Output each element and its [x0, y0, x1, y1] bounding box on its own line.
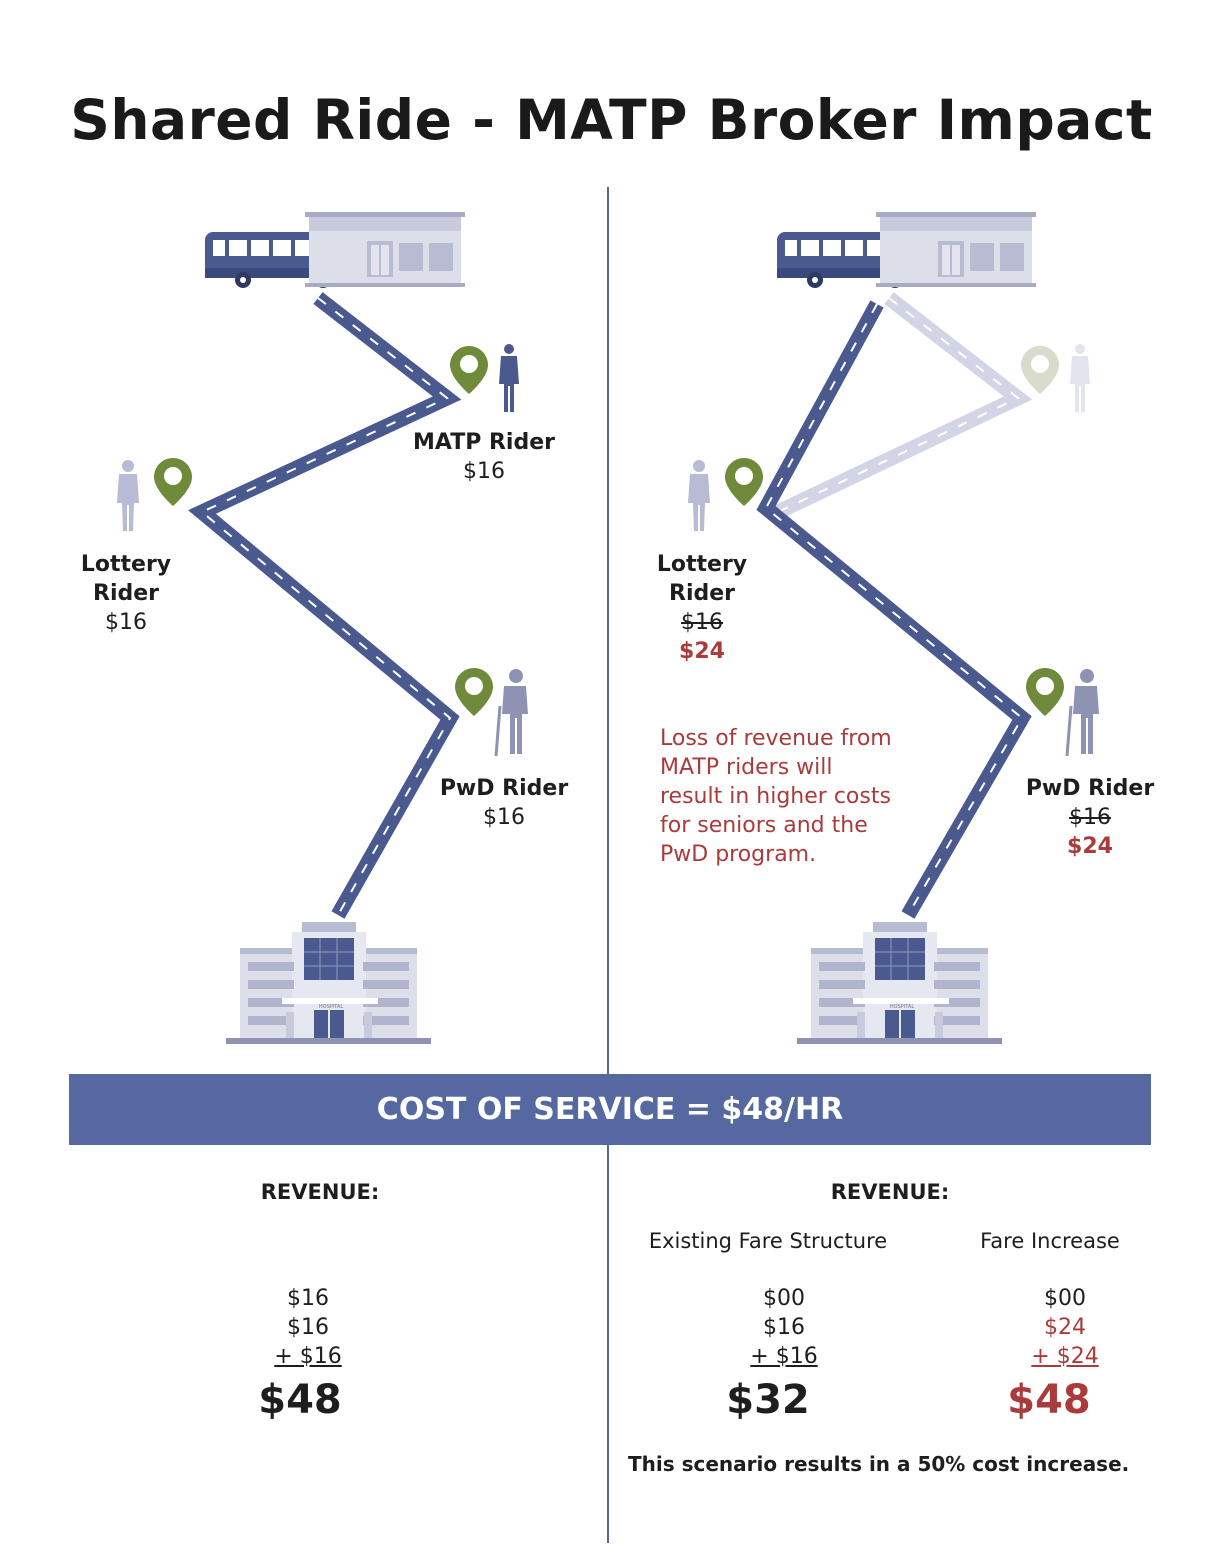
- pwd-rider-old-price: $16: [1069, 805, 1111, 830]
- note-line: for seniors and the: [660, 813, 868, 838]
- location-pin-icon: [725, 458, 763, 506]
- note-line: Loss of revenue from: [660, 726, 892, 751]
- location-pin-icon: [1021, 346, 1059, 394]
- fare-increase-heading: Fare Increase: [980, 1229, 1120, 1253]
- fare-increase-line: + $24: [1031, 1344, 1099, 1369]
- matp-rider-label: MATP Rider: [412, 430, 555, 455]
- revenue-heading: REVENUE:: [260, 1180, 380, 1204]
- revenue-line: + $16: [274, 1344, 342, 1369]
- person-icon: [688, 460, 710, 531]
- note-line: result in higher costs: [660, 784, 891, 809]
- center-divider: [607, 1145, 609, 1543]
- person-icon: [499, 344, 519, 412]
- hospital-icon: [796, 921, 1003, 1045]
- revenue-line: $16: [287, 1315, 329, 1340]
- fare-increase-line: $24: [1044, 1315, 1086, 1340]
- revenue-heading: REVENUE:: [830, 1180, 950, 1204]
- depot-building-icon: [876, 212, 1036, 287]
- lottery-rider-label-line1: Lottery: [80, 552, 172, 577]
- cane-person-icon: [494, 667, 530, 758]
- pwd-rider-label: PwD Rider: [1025, 776, 1155, 801]
- lottery-rider-price: $16: [105, 610, 147, 635]
- location-pin-icon: [450, 346, 488, 394]
- cane-person-icon: [1065, 667, 1101, 758]
- hospital-sign: HOSPITAL: [890, 1004, 914, 1010]
- lottery-rider-label-line2: Rider: [669, 581, 735, 606]
- existing-fare-line: $00: [763, 1286, 805, 1311]
- existing-fare-total: $32: [726, 1377, 810, 1423]
- cost-of-service-banner: COST OF SERVICE = $48/HR: [69, 1074, 1151, 1145]
- pwd-rider-label: PwD Rider: [439, 776, 569, 801]
- person-icon: [117, 460, 139, 531]
- pwd-rider-price: $16: [483, 805, 525, 830]
- location-pin-icon: [455, 668, 493, 716]
- lottery-rider-label-line1: Lottery: [656, 552, 748, 577]
- route-road-right: [756, 300, 1032, 919]
- note-line: PwD program.: [660, 842, 817, 867]
- route-road-right-faded: [774, 292, 1033, 519]
- revenue-total: $48: [258, 1377, 342, 1423]
- existing-fare-line: + $16: [750, 1344, 818, 1369]
- depot-building-icon: [305, 212, 465, 287]
- existing-fare-heading: Existing Fare Structure: [648, 1229, 888, 1253]
- person-icon: [1070, 344, 1090, 412]
- lottery-rider-old-price: $16: [681, 610, 723, 635]
- lottery-rider-label-line2: Rider: [93, 581, 159, 606]
- revenue-loss-note: Loss of revenue from MATP riders will re…: [660, 724, 920, 869]
- pwd-rider-new-price: $24: [1067, 834, 1113, 859]
- fare-increase-line: $00: [1044, 1286, 1086, 1311]
- revenue-line: $16: [287, 1286, 329, 1311]
- location-pin-icon: [1026, 668, 1064, 716]
- route-road-left: [188, 292, 462, 919]
- fare-increase-total: $48: [1007, 1377, 1091, 1423]
- lottery-rider-new-price: $24: [679, 639, 725, 664]
- page-title: Shared Ride - MATP Broker Impact: [70, 88, 1153, 152]
- existing-fare-line: $16: [763, 1315, 805, 1340]
- hospital-sign: HOSPITAL: [319, 1004, 343, 1010]
- matp-rider-price: $16: [463, 459, 505, 484]
- location-pin-icon: [154, 458, 192, 506]
- hospital-icon: [225, 921, 432, 1045]
- center-divider: [607, 187, 609, 1075]
- conclusion-text: This scenario results in a 50% cost incr…: [628, 1452, 1130, 1476]
- note-line: MATP riders will: [660, 755, 833, 780]
